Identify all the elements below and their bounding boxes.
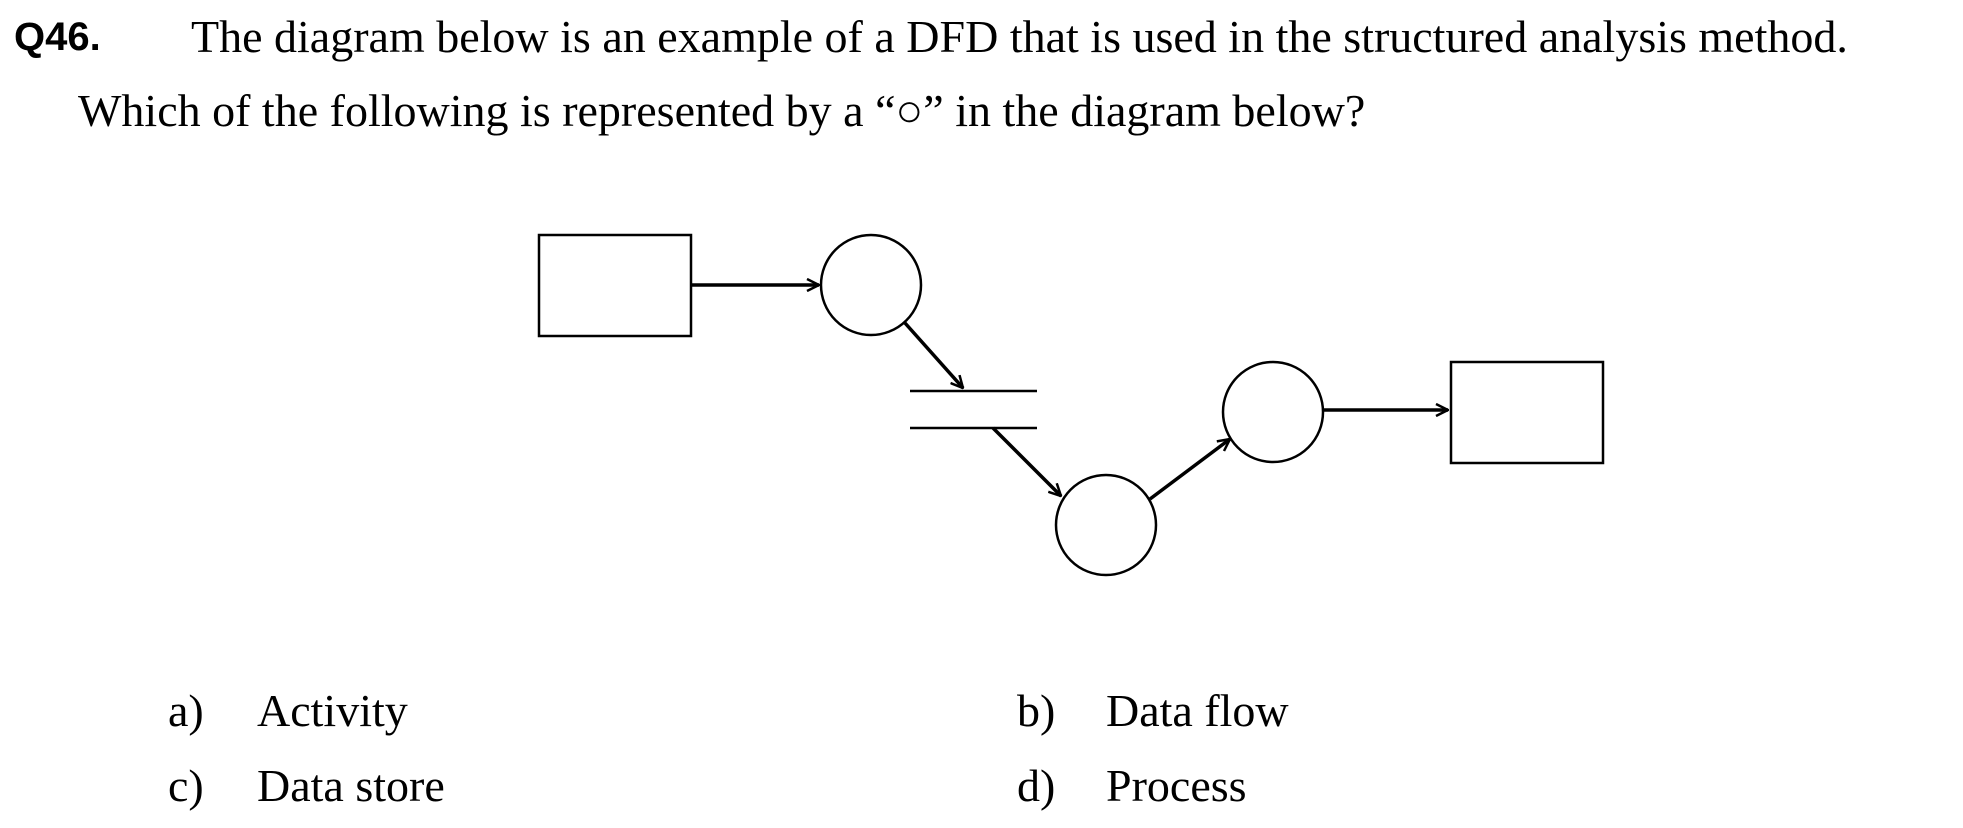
data-flow-arrow-3	[991, 426, 1061, 496]
data-flow-arrow-4	[1148, 439, 1230, 501]
choice-text: Process	[1106, 760, 1247, 811]
choice-letter: b)	[1017, 685, 1056, 736]
data-flow-arrow-2	[903, 321, 963, 388]
choice-text: Activity	[257, 685, 408, 736]
question-text-line-1: The diagram below is an example of a DFD…	[191, 11, 1848, 62]
choice-letter: c)	[168, 760, 204, 811]
choice-letter: a)	[168, 685, 204, 736]
external-entity-source	[537, 233, 693, 338]
question-number: Q46.	[14, 15, 101, 59]
question-text-line-2: Which of the following is represented by…	[78, 85, 1366, 136]
choice-text: Data flow	[1106, 685, 1289, 736]
choice-letter: d)	[1017, 760, 1056, 811]
choice-text: Data store	[257, 760, 445, 811]
process-circle-3	[1221, 360, 1325, 464]
process-circle-2	[1054, 473, 1158, 577]
process-circle-1	[819, 233, 923, 337]
external-entity-sink	[1449, 360, 1605, 465]
